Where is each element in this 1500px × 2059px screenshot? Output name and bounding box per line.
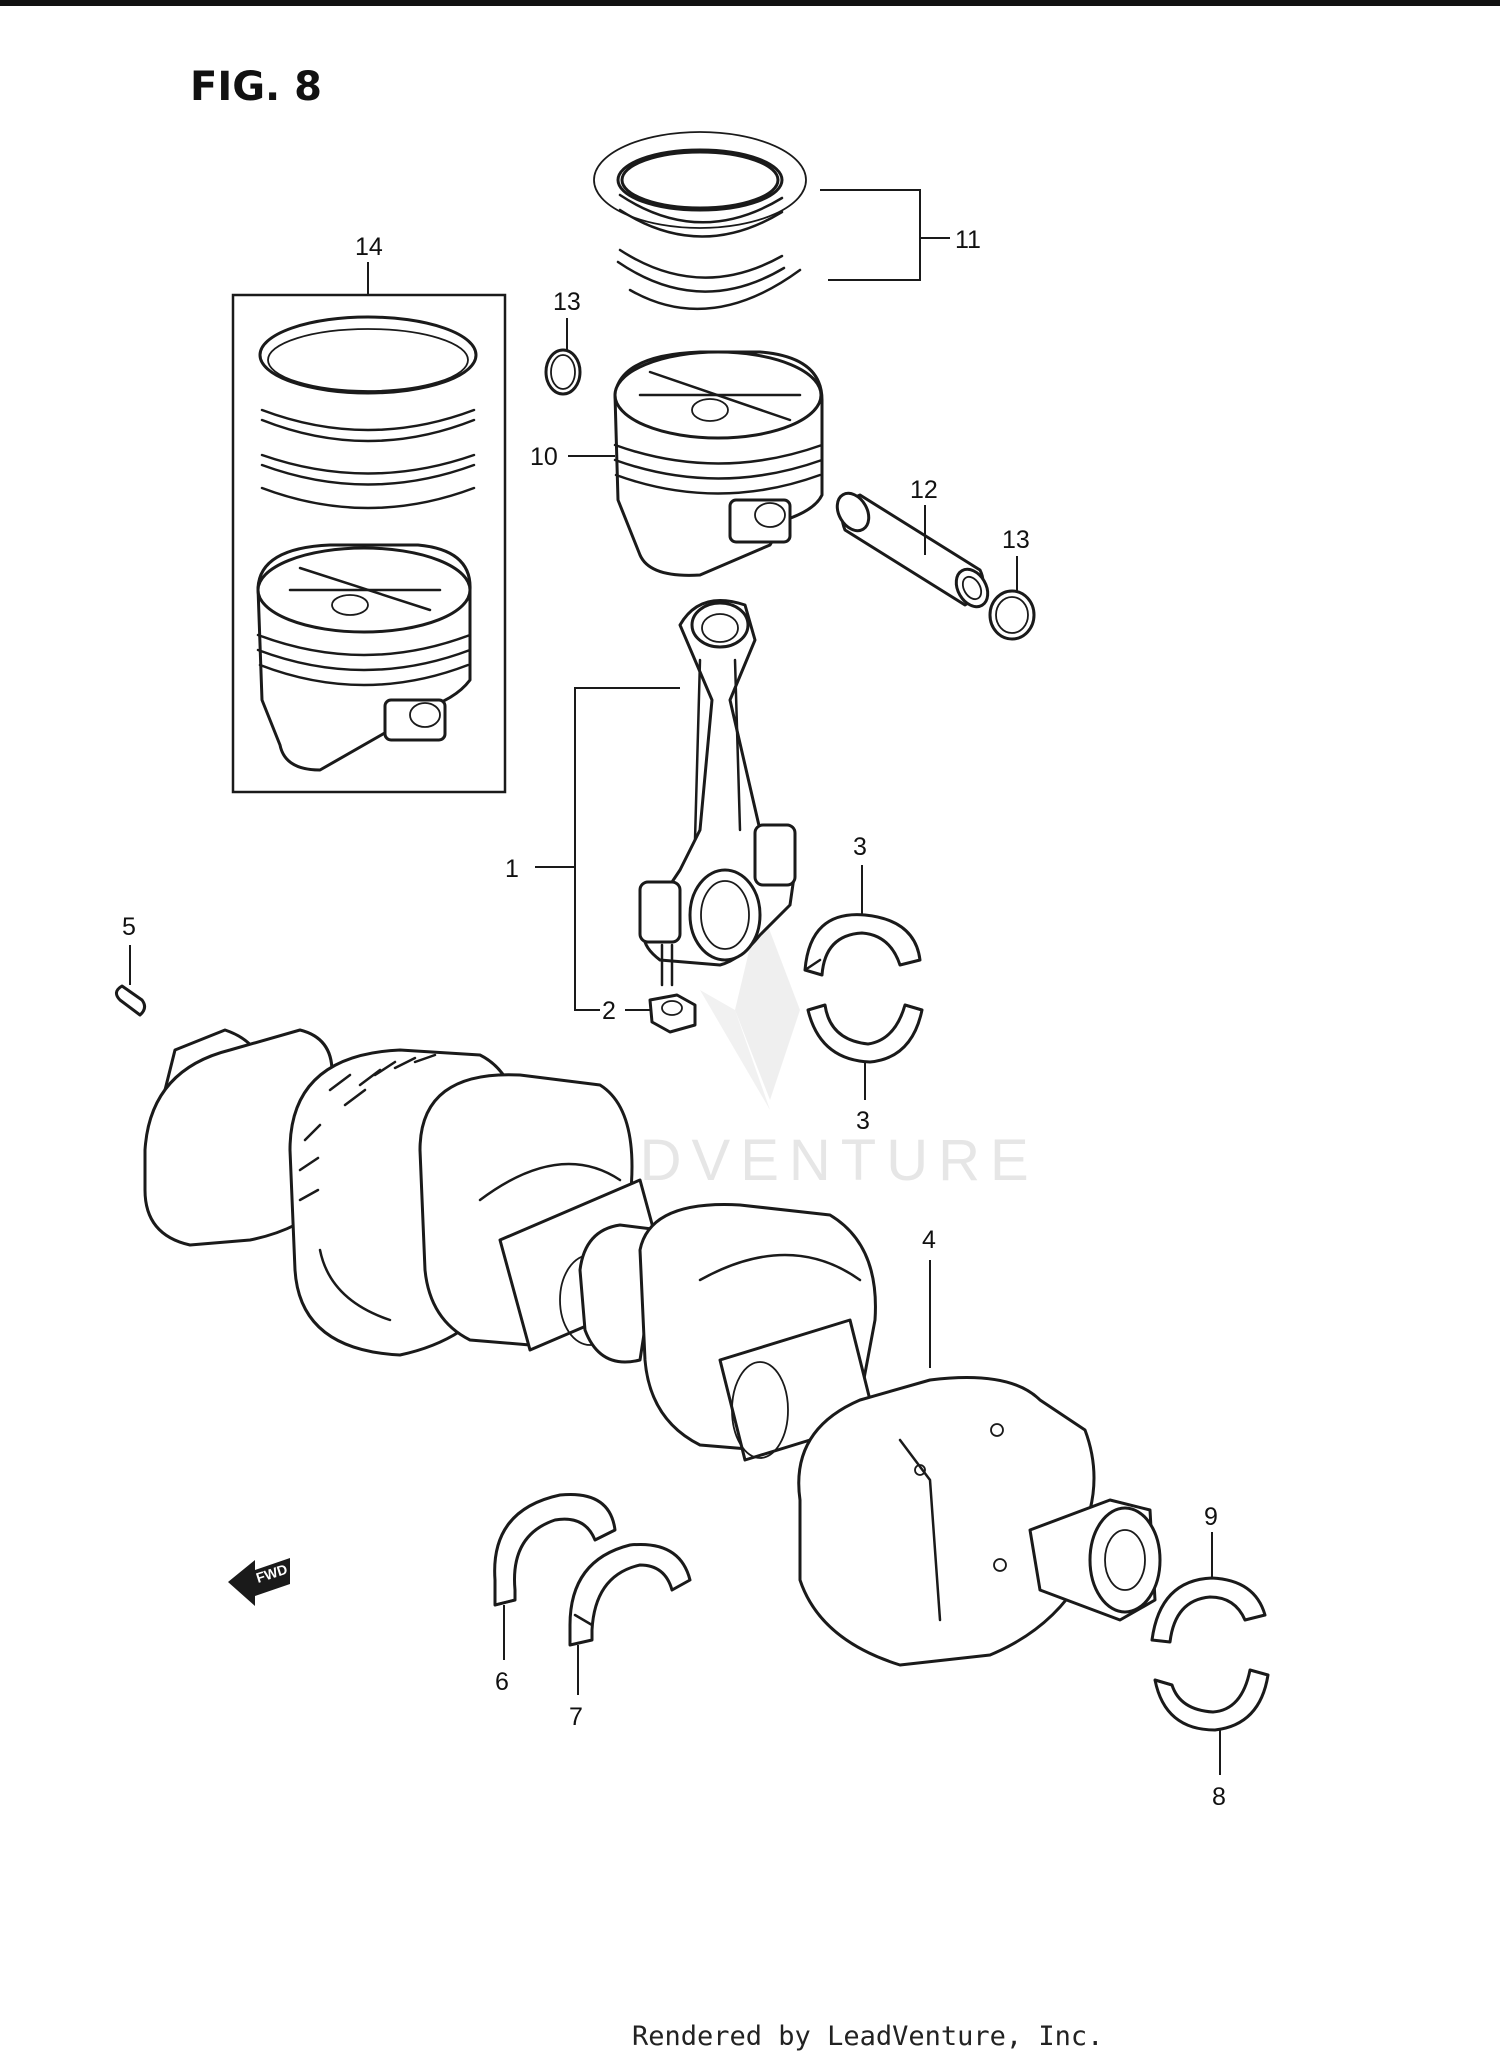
bearing-shell-icon (1153, 1668, 1270, 1732)
crankshaft-icon (143, 1028, 1162, 1667)
callout-13-right: 13 (1002, 526, 1030, 554)
callout-8: 8 (1212, 1783, 1226, 1811)
dowel-pin-icon (115, 984, 147, 1017)
piston-rings (593, 131, 807, 311)
piston-pin-icon (835, 491, 990, 609)
bearing-shell-icon (803, 913, 922, 977)
piston-ring-set-icon (593, 131, 807, 311)
thrust-washer-icon (493, 1492, 617, 1607)
callout-4: 4 (922, 1226, 936, 1254)
bearing-shell-icon (1150, 1576, 1267, 1644)
connecting-rod-icon (638, 599, 797, 987)
leader-1-bracket (574, 687, 680, 1011)
callout-12: 12 (910, 476, 938, 504)
callout-2: 2 (602, 997, 616, 1025)
leader-11 (820, 189, 950, 281)
callout-3-bottom: 3 (856, 1107, 870, 1135)
piston-icon (256, 543, 472, 772)
figure-title: FIG. 8 (190, 64, 322, 110)
callout-1: 1 (505, 855, 519, 883)
circlip-icon (544, 348, 582, 396)
callout-11: 11 (955, 226, 981, 254)
footer-credit: Rendered by LeadVenture, Inc. (632, 2021, 1103, 2052)
circlip-icon (988, 589, 1036, 641)
callout-3-top: 3 (853, 833, 867, 861)
piston-ring-set-icon (258, 315, 478, 510)
callout-14: 14 (355, 233, 383, 261)
piston-kit-assembly (231, 293, 507, 794)
callout-6: 6 (495, 1668, 509, 1696)
piston-icon (613, 350, 824, 577)
callout-10: 10 (530, 443, 558, 471)
nut-icon (648, 993, 697, 1034)
fwd-arrow-icon: FWD (228, 1558, 290, 1606)
callout-7: 7 (569, 1703, 583, 1731)
thrust-washer-icon (568, 1542, 692, 1647)
callout-13-left: 13 (553, 288, 581, 316)
callout-5: 5 (122, 913, 136, 941)
bearing-shell-icon (806, 1003, 924, 1064)
callout-9: 9 (1204, 1503, 1218, 1531)
